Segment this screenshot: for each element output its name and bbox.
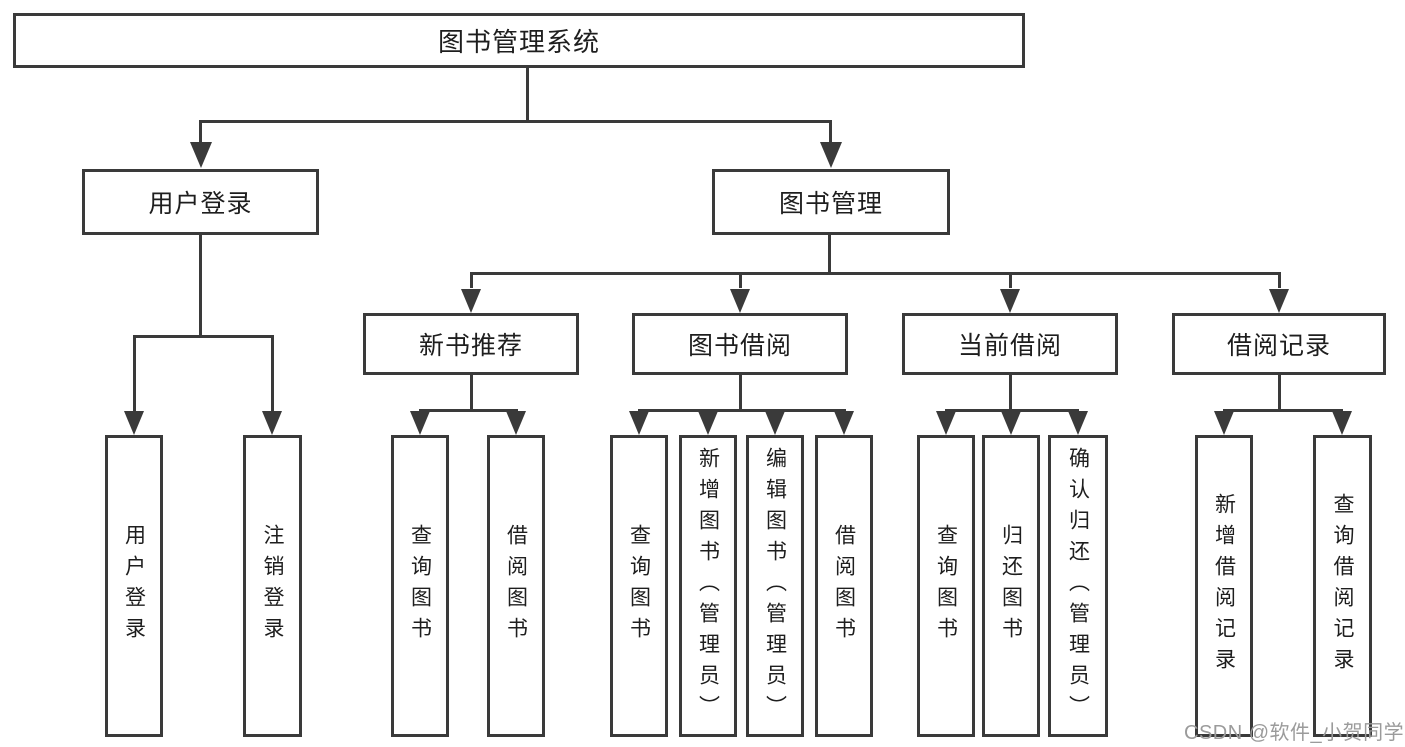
connector-arrowhead — [765, 411, 785, 435]
connector-line — [199, 120, 831, 123]
connector-arrowhead — [629, 411, 649, 435]
node-label: 图书借阅 — [687, 332, 792, 360]
leaf-label: 确认归还（管理员） — [1066, 446, 1090, 726]
node-user-login: 用户登录 — [82, 169, 319, 235]
connector-line — [829, 120, 832, 144]
connector-line — [199, 235, 202, 335]
leaf-label: 注销登录 — [261, 524, 284, 648]
connector-arrowhead — [936, 411, 956, 435]
leaf-label: 借阅图书 — [832, 524, 856, 648]
connector-line — [133, 335, 274, 338]
leaf-br-add-record: 新增借阅记录 — [1195, 435, 1253, 737]
connector-arrowhead — [506, 411, 526, 435]
node-new-book-recommend: 新书推荐 — [363, 313, 579, 375]
connector-line — [470, 272, 1281, 275]
connector-arrowhead — [461, 289, 481, 313]
connector-arrowhead — [410, 411, 430, 435]
node-label: 图书管理系统 — [437, 27, 600, 57]
connector-arrowhead — [820, 142, 842, 168]
leaf-label: 查询图书 — [627, 524, 651, 648]
node-label: 新书推荐 — [418, 332, 523, 360]
connector-line — [470, 272, 473, 288]
leaf-label: 新增图书（管理员） — [696, 446, 720, 726]
connector-line — [1009, 272, 1012, 288]
leaf-label: 查询图书 — [934, 524, 958, 648]
node-book-borrow: 图书借阅 — [632, 313, 848, 375]
node-library-system: 图书管理系统 — [13, 13, 1025, 68]
connector-arrowhead — [730, 289, 750, 313]
connector-arrowhead — [190, 142, 212, 168]
leaf-nb-borrow-books: 借阅图书 — [487, 435, 545, 737]
connector-line — [199, 120, 202, 144]
connector-arrowhead — [262, 411, 282, 435]
leaf-label: 查询借阅记录 — [1331, 493, 1354, 679]
node-label: 借阅记录 — [1226, 332, 1331, 360]
connector-arrowhead — [1332, 411, 1352, 435]
connector-line — [271, 335, 274, 411]
connector-line — [526, 68, 529, 120]
connector-arrowhead — [1000, 289, 1020, 313]
leaf-bb-borrow-books: 借阅图书 — [815, 435, 873, 737]
connector-arrowhead — [1269, 289, 1289, 313]
leaf-label: 查询图书 — [408, 524, 432, 648]
connector-arrowhead — [1068, 411, 1088, 435]
leaf-label: 借阅图书 — [504, 524, 528, 648]
node-label: 当前借阅 — [957, 332, 1062, 360]
leaf-cb-return-books: 归还图书 — [982, 435, 1040, 737]
connector-line — [739, 375, 742, 409]
leaf-logout-login: 注销登录 — [243, 435, 302, 737]
connector-arrowhead — [124, 411, 144, 435]
node-current-borrow: 当前借阅 — [902, 313, 1118, 375]
leaf-bb-edit-books-admin: 编辑图书（管理员） — [746, 435, 804, 737]
connector-line — [470, 375, 473, 409]
connector-line — [419, 409, 518, 412]
connector-line — [638, 409, 846, 412]
connector-arrowhead — [1214, 411, 1234, 435]
leaf-label: 新增借阅记录 — [1212, 493, 1236, 679]
leaf-br-query-record: 查询借阅记录 — [1313, 435, 1372, 737]
leaf-nb-query-books: 查询图书 — [391, 435, 449, 737]
leaf-cb-confirm-return-admin: 确认归还（管理员） — [1048, 435, 1108, 737]
node-borrow-records: 借阅记录 — [1172, 313, 1386, 375]
csdn-watermark: CSDN @软件_小贺同学 — [1184, 722, 1405, 744]
connector-line — [1009, 375, 1012, 409]
leaf-label: 编辑图书（管理员） — [763, 446, 787, 726]
leaf-cb-query-books: 查询图书 — [917, 435, 975, 737]
connector-arrowhead — [1001, 411, 1021, 435]
connector-line — [1223, 409, 1343, 412]
leaf-bb-add-books-admin: 新增图书（管理员） — [679, 435, 737, 737]
leaf-user-login: 用户登录 — [105, 435, 163, 737]
leaf-label: 归还图书 — [999, 524, 1023, 648]
node-label: 图书管理 — [778, 190, 883, 218]
node-book-management: 图书管理 — [712, 169, 950, 235]
connector-line — [1278, 272, 1281, 288]
leaf-label: 用户登录 — [122, 524, 146, 648]
node-label: 用户登录 — [148, 190, 253, 218]
leaf-bb-query-books: 查询图书 — [610, 435, 668, 737]
connector-arrowhead — [698, 411, 718, 435]
connector-line — [828, 235, 831, 272]
connector-line — [739, 272, 742, 288]
connector-arrowhead — [834, 411, 854, 435]
connector-line — [945, 409, 1079, 412]
connector-line — [1278, 375, 1281, 409]
connector-line — [133, 335, 136, 411]
